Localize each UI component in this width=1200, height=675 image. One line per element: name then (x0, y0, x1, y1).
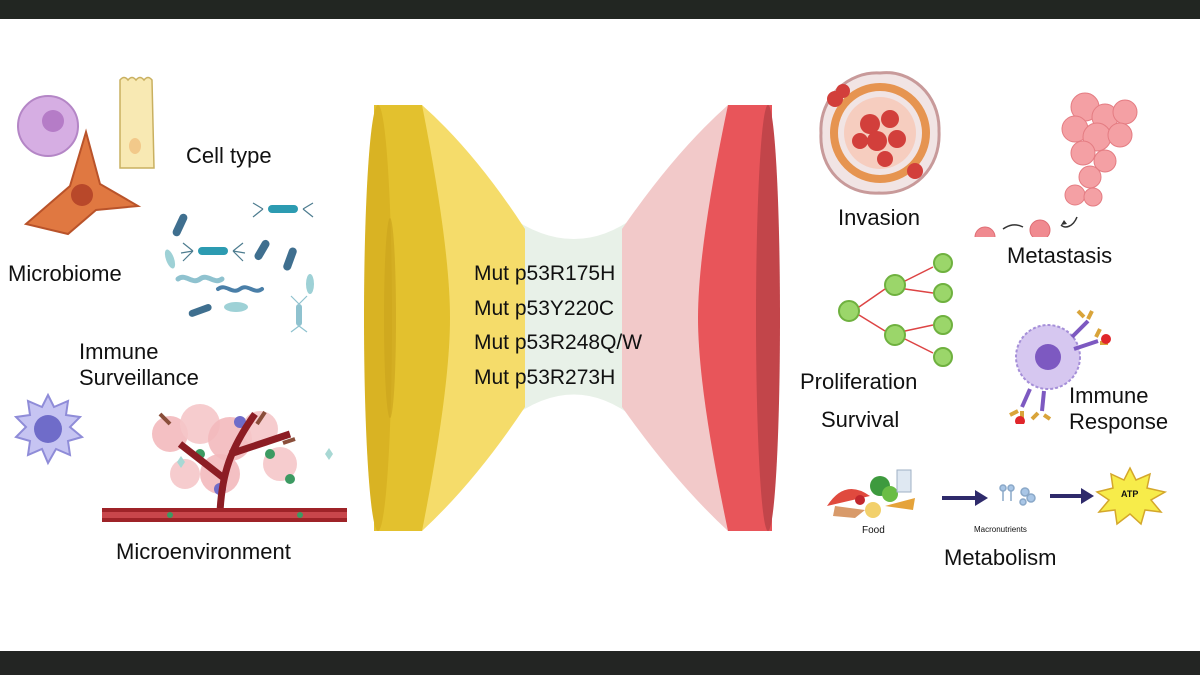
atp-burst-icon (1095, 466, 1168, 526)
microbiome-label: Microbiome (8, 261, 122, 286)
bottom-bar (0, 651, 1200, 675)
immune-response-line2: Response (1069, 409, 1169, 434)
proliferation-illustration (838, 253, 953, 367)
immune-surveillance-line2: Surveillance (79, 365, 199, 390)
right-funnel-light (622, 105, 728, 531)
left-funnel-body (374, 105, 450, 531)
mutation-list: Mut p53R175H Mut p53Y220C Mut p53R248Q/W… (474, 257, 642, 395)
cell-type-illustration (17, 76, 155, 236)
center-mist (500, 209, 645, 427)
leukocyte-dots-illustration (177, 448, 333, 468)
metabolism-label: Metabolism (944, 545, 1057, 570)
left-funnel-light (422, 105, 525, 531)
figure-canvas: Cell type Microbiome Immune Surveillance… (0, 19, 1200, 651)
survival-label: Survival (821, 407, 900, 432)
macronutrients-label: Macronutrients (974, 525, 1027, 534)
cell-type-label: Cell type (186, 143, 272, 168)
metastasis-illustration (974, 92, 1138, 237)
immune-surveillance-line1: Immune (79, 339, 159, 364)
mutation-item: Mut p53R273H (474, 365, 616, 389)
metabolism-illustration (827, 466, 1168, 526)
food-label: Food (862, 525, 885, 536)
proliferation-label: Proliferation (800, 369, 918, 394)
mutation-item: Mut p53R248Q/W (474, 331, 643, 354)
top-bar (0, 0, 1200, 19)
immune-surveillance-label: Immune Surveillance (79, 339, 199, 391)
microbiome-illustration (164, 202, 314, 333)
mutation-item: Mut p53Y220C (474, 296, 615, 320)
microenvironment-label: Microenvironment (116, 539, 291, 564)
immune-response-line1: Immune (1069, 383, 1149, 408)
macronutrients-icon (999, 484, 1036, 506)
microenvironment-illustration (102, 404, 347, 522)
immune-response-illustration (1009, 309, 1111, 424)
hourglass-funnel (364, 105, 780, 531)
immune-cell-illustration (13, 392, 85, 466)
right-funnel-body (698, 105, 772, 531)
right-funnel-rim (756, 105, 780, 531)
invasion-illustration (819, 71, 941, 195)
arrow-right-icon (942, 490, 988, 506)
invasion-label: Invasion (838, 205, 920, 230)
mutation-item: Mut p53R175H (474, 262, 616, 285)
metastasis-label: Metastasis (1007, 243, 1113, 268)
immune-response-label: Immune Response (1069, 383, 1168, 435)
atp-label: ATP (1121, 489, 1139, 499)
food-icon (827, 469, 915, 518)
arrow-right-icon (1050, 488, 1094, 504)
left-funnel-rim (364, 105, 392, 531)
